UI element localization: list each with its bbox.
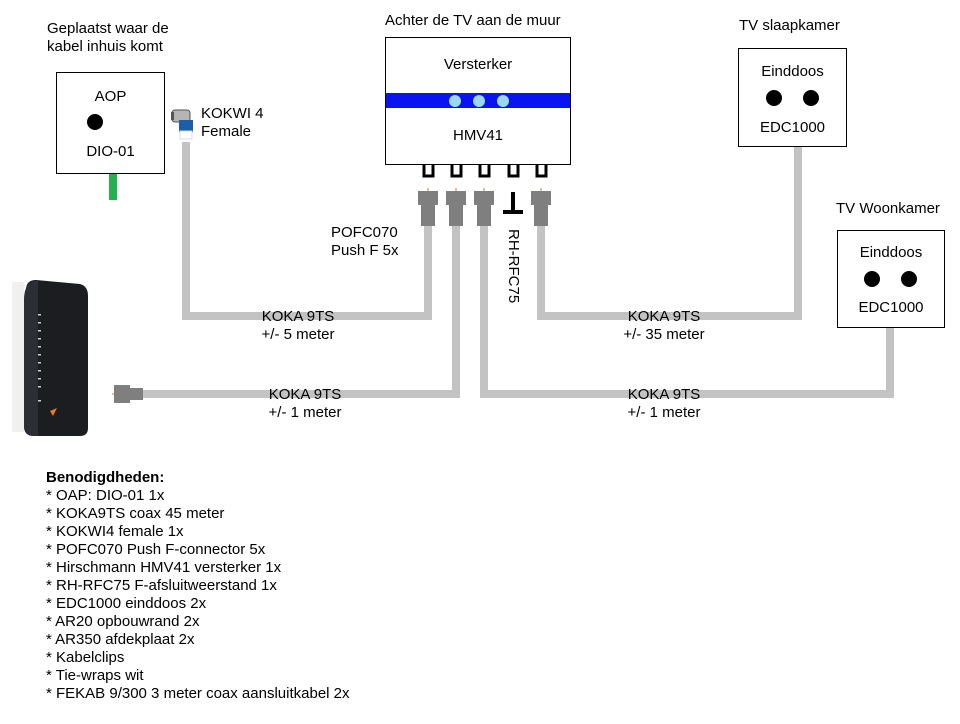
cable-length: +/- 5 meter	[261, 326, 335, 343]
pofc-label: POFC070 Push F 5x	[331, 224, 399, 260]
aop-wire	[109, 173, 117, 200]
kokwi-label: KOKWI 4 Female	[201, 105, 264, 141]
amplifier-port	[535, 165, 548, 178]
cable-type: KOKA 9TS	[268, 386, 342, 403]
aop-port-icon	[87, 114, 103, 130]
bedroom-outlet-model: EDC1000	[759, 119, 826, 136]
cable-label-bedroom: KOKA 9TS +/- 35 meter	[604, 308, 724, 344]
supplies-list: Benodigdheden: * OAP: DIO-01 1x * KOKA9T…	[46, 469, 350, 703]
tv-port-icon	[864, 271, 880, 287]
amplifier-box: Versterker HMV41	[385, 37, 571, 165]
f-connectors	[418, 188, 551, 226]
kokwi-label-line: Female	[201, 123, 252, 140]
cable-aop-to-amplifier	[182, 142, 432, 320]
supplies-item: * RH-RFC75 F-afsluitweerstand 1x	[46, 577, 277, 594]
livingroom-caption: TV Woonkamer	[836, 200, 940, 217]
supplies-item: * Kabelclips	[46, 649, 125, 666]
kokwi-connector-icon	[171, 109, 193, 140]
livingroom-outlet-model: EDC1000	[858, 299, 924, 316]
amplifier-port	[507, 165, 520, 178]
amplifier-ports	[422, 165, 548, 178]
aop-caption-line: kabel inhuis komt	[47, 38, 163, 55]
f-connector	[474, 188, 494, 226]
terminator-label: RH-RFC75	[505, 229, 522, 304]
livingroom-outlet-title: Einddoos	[859, 244, 923, 261]
f-connector	[418, 188, 438, 226]
cable-label-modem: KOKA 9TS +/- 1 meter	[245, 386, 365, 422]
cable-type: KOKA 9TS	[261, 308, 335, 325]
supplies-item: * FEKAB 9/300 3 meter coax aansluitkabel…	[46, 685, 350, 702]
amplifier-title: Versterker	[443, 56, 513, 73]
supplies-item: * Hirschmann HMV41 versterker 1x	[46, 559, 282, 576]
f-connector	[446, 188, 466, 226]
amplifier-port	[478, 165, 491, 178]
supplies-item: * OAP: DIO-01 1x	[46, 487, 165, 504]
pofc-label-line: Push F 5x	[331, 242, 399, 259]
aop-title: AOP	[94, 88, 127, 105]
bedroom-caption: TV slaapkamer	[739, 17, 840, 34]
f-connector	[531, 188, 551, 226]
amplifier-port	[422, 165, 435, 178]
aop-caption: Geplaatst waar de kabel inhuis komt	[47, 20, 169, 56]
cable-type: KOKA 9TS	[627, 308, 701, 325]
amplifier-status-band	[386, 93, 570, 108]
bedroom-outlet-box: Einddoos EDC1000	[738, 48, 847, 147]
cable-label-livingroom: KOKA 9TS +/- 1 meter	[604, 386, 724, 422]
indicator-light-icon	[473, 95, 485, 107]
supplies-item: * KOKA9TS coax 45 meter	[46, 505, 225, 522]
amplifier-model: HMV41	[452, 127, 504, 144]
terminator-icon	[503, 192, 523, 214]
cable-amplifier-to-livingroom	[480, 226, 894, 398]
cable-label-aop: KOKA 9TS +/- 5 meter	[238, 308, 358, 344]
supplies-item: * AR350 afdekplaat 2x	[46, 631, 195, 648]
supplies-item: * KOKWI4 female 1x	[46, 523, 184, 540]
cable-type: KOKA 9TS	[627, 386, 701, 403]
supplies-item: * Tie-wraps wit	[46, 667, 144, 684]
cable-length: +/- 1 meter	[268, 404, 342, 421]
modem-icon	[12, 280, 88, 436]
amplifier-caption: Achter de TV aan de muur	[385, 12, 561, 29]
aop-box: AOP DIO-01	[56, 72, 165, 174]
bedroom-outlet-title: Einddoos	[761, 63, 824, 80]
supplies-item: * EDC1000 einddoos 2x	[46, 595, 207, 612]
amplifier-port	[450, 165, 463, 178]
radio-port-icon	[803, 90, 819, 106]
cable-length: +/- 35 meter	[623, 326, 705, 343]
pofc-label-line: POFC070	[331, 224, 398, 241]
livingroom-outlet-box: Einddoos EDC1000	[837, 230, 945, 328]
cable-amplifier-to-bedroom	[537, 146, 802, 320]
kokwi-label-line: KOKWI 4	[201, 105, 264, 122]
modem-coax-plug	[112, 385, 143, 403]
supplies-item: * POFC070 Push F-connector 5x	[46, 541, 266, 558]
cable-modem-to-amplifier	[140, 226, 460, 398]
tv-port-icon	[766, 90, 782, 106]
supplies-heading: Benodigdheden:	[46, 469, 165, 486]
indicator-light-icon	[449, 95, 461, 107]
cable-length: +/- 1 meter	[627, 404, 701, 421]
supplies-item: * AR20 opbouwrand 2x	[46, 613, 200, 630]
aop-caption-line: Geplaatst waar de	[47, 20, 169, 37]
aop-model: DIO-01	[86, 143, 135, 160]
indicator-light-icon	[497, 95, 509, 107]
radio-port-icon	[901, 271, 917, 287]
